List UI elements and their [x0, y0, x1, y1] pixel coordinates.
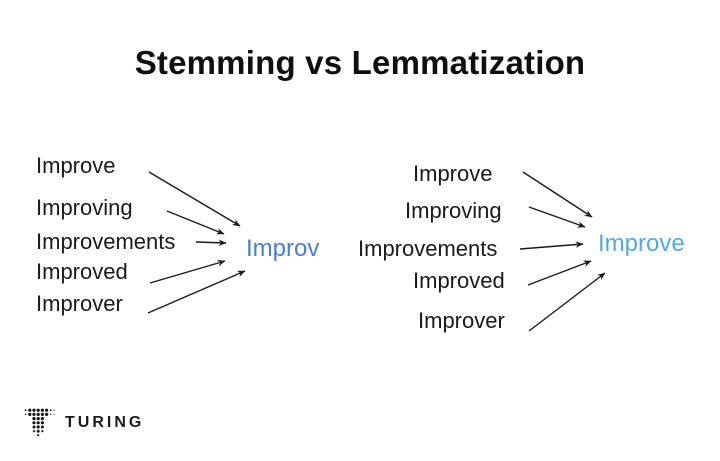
- stemming-arrow-improve: [148, 171, 241, 227]
- slide-title: Stemming vs Lemmatization: [134, 44, 586, 81]
- stemming-arrow-improver: [147, 270, 246, 314]
- lemmatization-word-improve: Improve: [413, 161, 493, 186]
- lemmatization-arrow-improving: [528, 206, 586, 228]
- lemmatization-word-improvements: Improvements: [358, 236, 498, 261]
- stemming-word-improver: Improver: [36, 291, 123, 316]
- lemmatization-result: Improve: [598, 230, 685, 257]
- turing-logo-icon: [24, 408, 55, 437]
- stemming-word-improvements: Improvements: [36, 229, 176, 254]
- stemming-word-improving: Improving: [36, 195, 133, 220]
- stemming-word-improve: Improve: [36, 153, 116, 178]
- lemmatization-word-improving: Improving: [405, 198, 502, 223]
- lemmatization-arrow-improved: [527, 260, 592, 286]
- brand-logo: TURING: [24, 408, 144, 438]
- brand-name: TURING: [65, 414, 145, 431]
- lemmatization-arrow-improver: [528, 272, 606, 332]
- stemming-arrow-improvements: [195, 239, 227, 247]
- stemming-arrow-improving: [166, 210, 225, 235]
- stemming-word-improved: Improved: [36, 259, 128, 284]
- stemming-result: Improv: [246, 235, 320, 262]
- lemmatization-arrow-improvements: [519, 241, 584, 250]
- stemming-arrow-improved: [149, 259, 226, 284]
- lemmatization-word-improver: Improver: [418, 308, 505, 333]
- lemmatization-arrow-improve: [522, 171, 593, 218]
- lemmatization-word-improved: Improved: [413, 268, 505, 293]
